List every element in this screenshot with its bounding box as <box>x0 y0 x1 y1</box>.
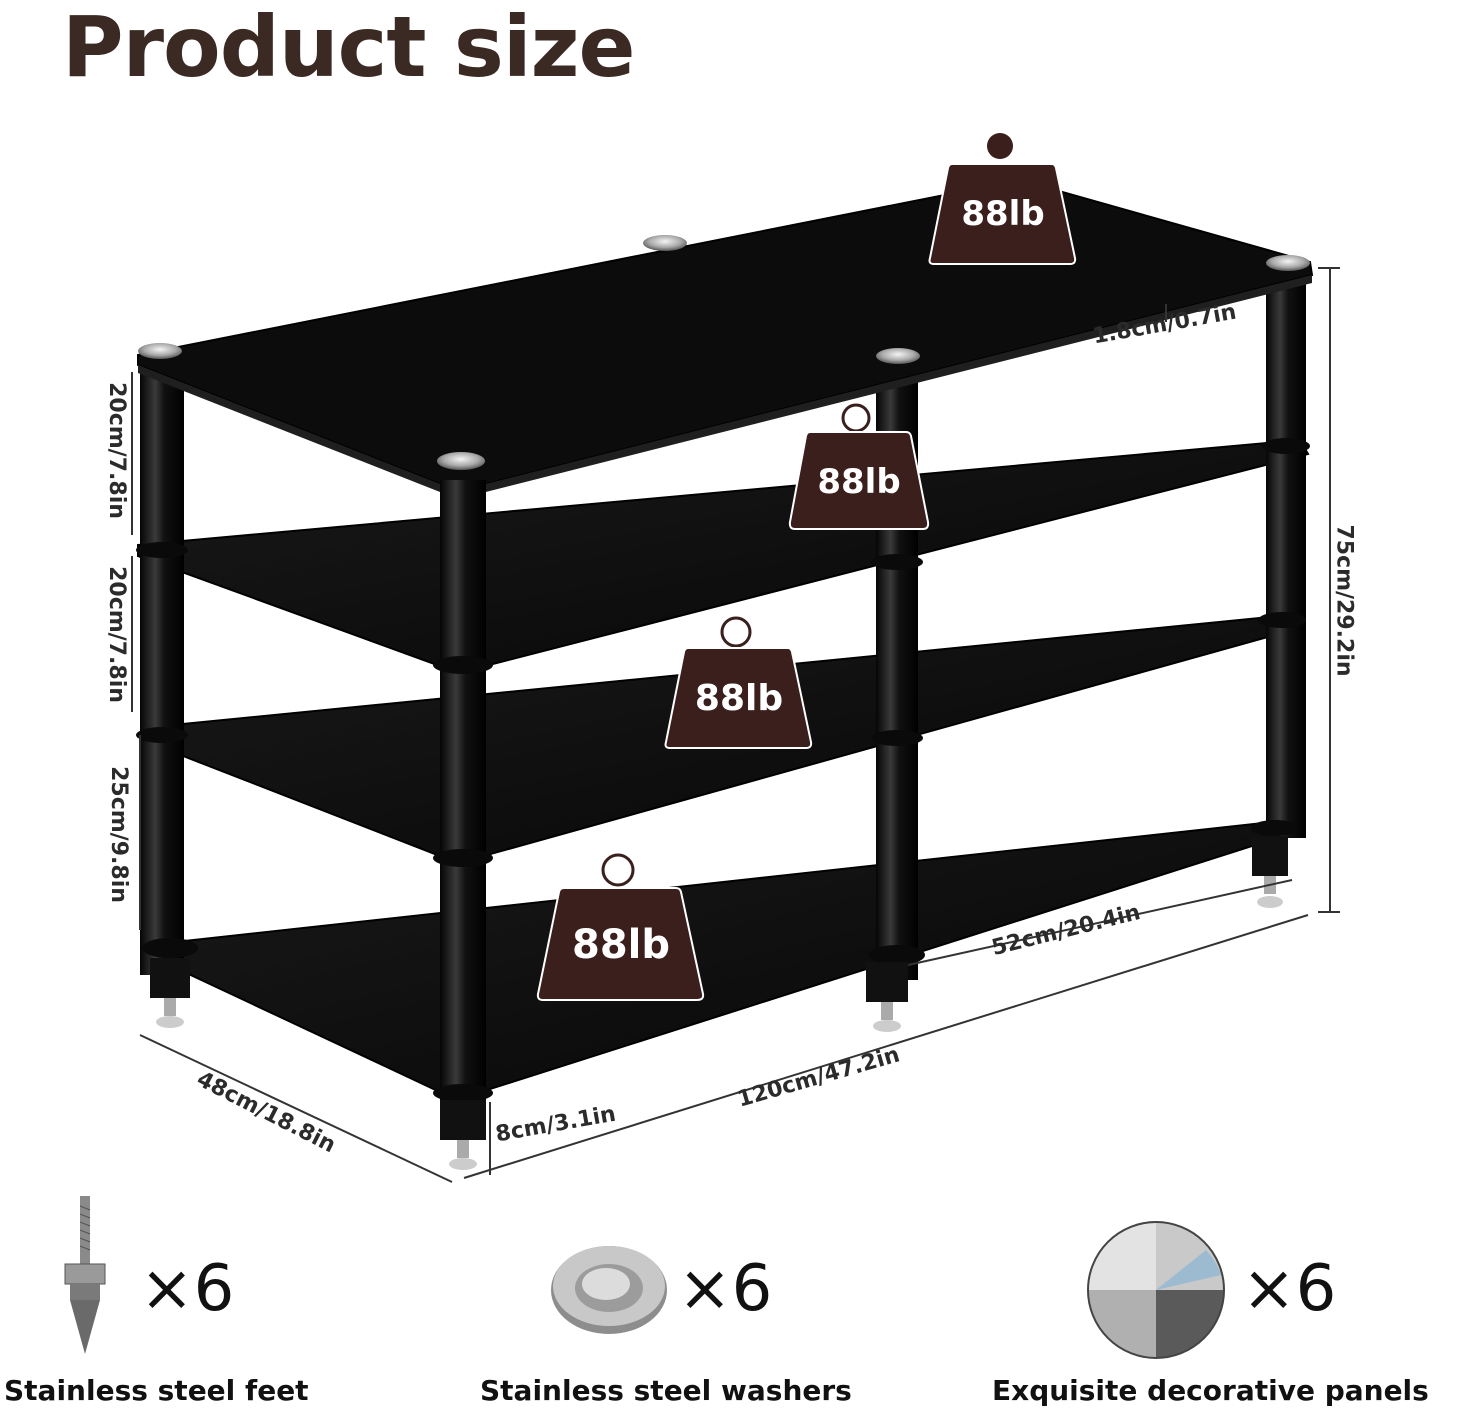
washers-label: Stainless steel washers <box>480 1374 852 1407</box>
pole-back-right <box>1266 268 1306 838</box>
spike-foot-icon <box>64 1196 106 1354</box>
pole-back-left <box>140 355 184 975</box>
feet-label: Stainless steel feet <box>4 1374 309 1407</box>
shelf-bottom <box>147 818 1298 1100</box>
washer-icon <box>551 1246 667 1334</box>
weight-badge-top: 88lb <box>928 132 1078 268</box>
panels-quantity: ×6 <box>1242 1252 1337 1326</box>
weight-badge-bottom: 88lb <box>536 852 706 1004</box>
dim-shelf-gap-bottom: 25cm/9.8in <box>105 766 131 903</box>
decorative-disc-icon <box>1087 1221 1225 1359</box>
feet-quantity: ×6 <box>140 1252 235 1326</box>
weight-label-third: 88lb <box>694 678 784 719</box>
washers-quantity: ×6 <box>678 1252 773 1326</box>
weight-label-bottom: 88lb <box>571 922 670 968</box>
dimension-lines <box>131 267 1340 1183</box>
dim-total-height: 75cm/29.2in <box>1331 524 1357 677</box>
weight-label-second: 88lb <box>817 462 901 502</box>
weight-badge-second: 88lb <box>788 402 930 532</box>
panels-label: Exquisite decorative panels <box>992 1374 1429 1407</box>
dim-shelf-gap-middle: 20cm/7.8in <box>103 566 129 703</box>
stand-feet <box>150 836 1288 1170</box>
dim-shelf-gap-top: 20cm/7.8in <box>103 382 129 519</box>
pole-front-left <box>440 480 486 1120</box>
weight-badge-third: 88lb <box>664 616 814 752</box>
metal-caps <box>138 235 1310 470</box>
weight-label-top: 88lb <box>961 194 1045 234</box>
page-title: Product size <box>62 0 635 96</box>
